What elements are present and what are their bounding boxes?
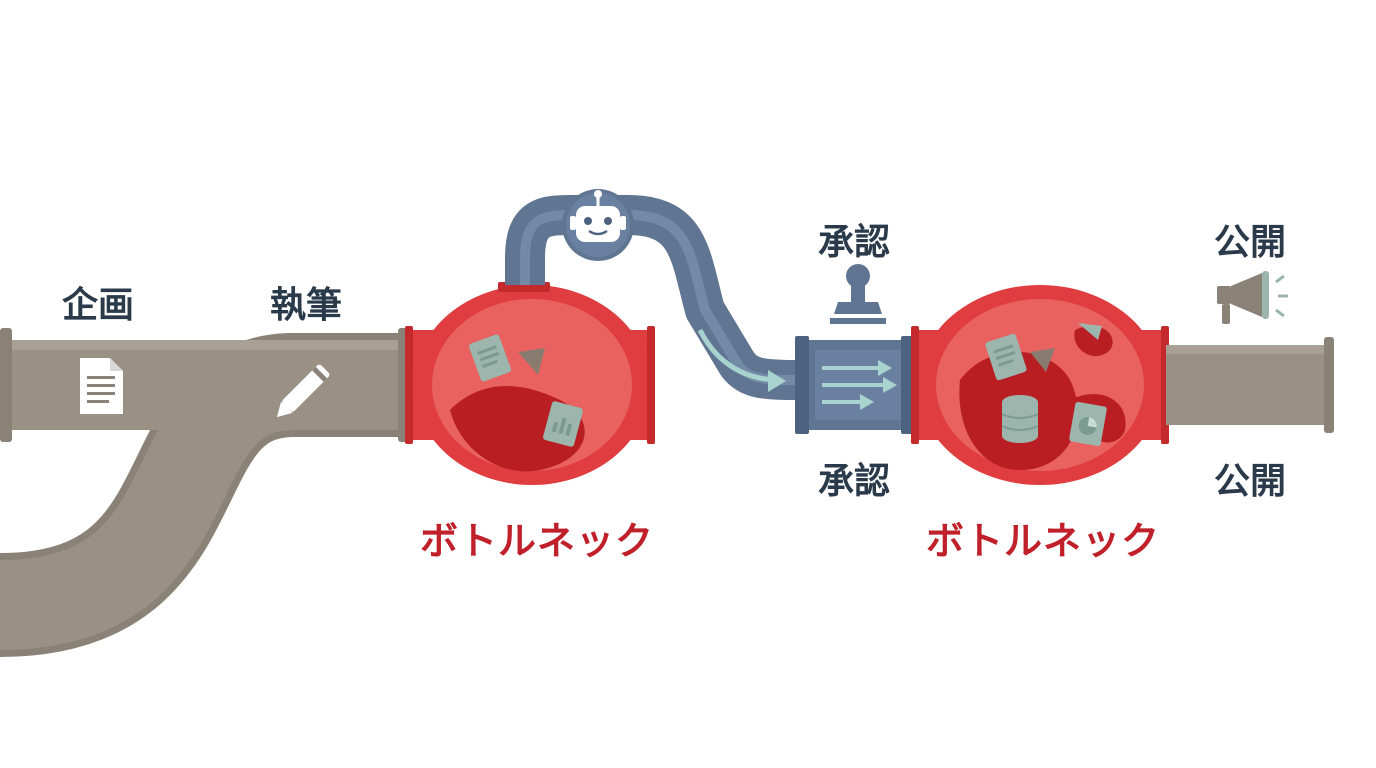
stage-label-publish-bottom: 公開	[1214, 461, 1287, 502]
main-pipe-right	[1166, 337, 1334, 433]
stage-label-writing: 執筆	[270, 285, 343, 326]
main-pipe-left	[0, 328, 412, 442]
ai-bypass-pipe	[505, 195, 796, 400]
stage-label-publish-top: 公開	[1214, 222, 1287, 263]
bottleneck-valve-1	[405, 282, 655, 485]
bottleneck-label-2: ボトルネック	[926, 519, 1161, 563]
jammed-paper-2	[543, 401, 583, 447]
pen-icon	[276, 364, 330, 418]
jammed-database-icon	[1001, 395, 1039, 443]
bottleneck-valve-2	[911, 285, 1169, 485]
jammed-paper-3	[985, 333, 1027, 381]
megaphone-icon	[1217, 271, 1288, 324]
stamp-icon	[830, 264, 886, 324]
robot-icon	[562, 189, 634, 261]
document-icon	[80, 358, 123, 414]
stage-label-planning: 企画	[62, 285, 135, 326]
stage-label-approval-top: 承認	[818, 222, 891, 263]
jammed-report-icon	[1069, 402, 1107, 446]
jammed-paper-1	[468, 334, 512, 382]
flow-arrows-icon	[822, 360, 897, 410]
stage-label-approval-bottom: 承認	[818, 461, 891, 502]
bottleneck-label-1: ボトルネック	[420, 519, 655, 563]
